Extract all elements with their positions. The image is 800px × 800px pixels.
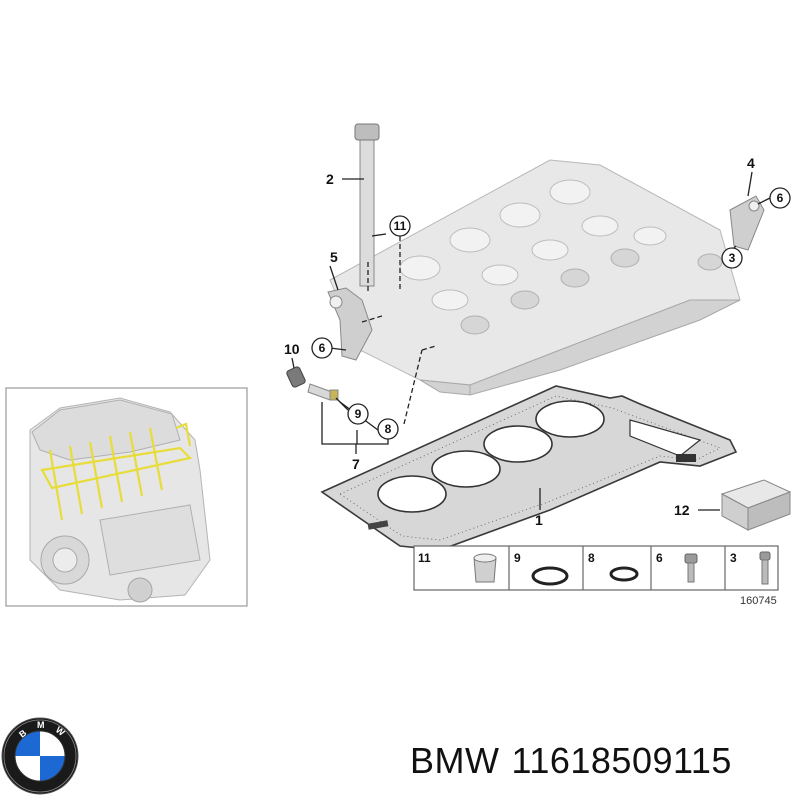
svg-text:6: 6: [319, 341, 326, 355]
svg-text:2: 2: [326, 171, 334, 187]
callout-4: 5: [330, 249, 338, 265]
svg-text:8: 8: [588, 551, 595, 565]
svg-text:3: 3: [730, 551, 737, 565]
o-ring-small-icon: [609, 566, 639, 582]
bolt-icon: [684, 553, 698, 583]
callout-9: 9: [347, 403, 369, 425]
svg-text:6: 6: [777, 191, 784, 205]
svg-text:6: 6: [656, 551, 663, 565]
diagram-id: 160745: [740, 595, 777, 607]
svg-text:1: 1: [535, 512, 543, 528]
svg-text:4: 4: [747, 155, 755, 171]
svg-text:7: 7: [352, 456, 360, 472]
head-gasket: [320, 385, 738, 551]
svg-text:B: B: [17, 727, 29, 739]
callout-10: 10: [284, 341, 300, 357]
part-number: 11618509115: [511, 740, 732, 781]
svg-text:9: 9: [514, 551, 521, 565]
sensor-part-7: [307, 383, 339, 401]
legend-item-8: 8: [588, 551, 639, 582]
bracket-part-5: [729, 195, 765, 251]
bracket-part-4: [327, 287, 373, 361]
legend-strip: 11 9 8 6 3: [413, 545, 779, 591]
callout-5: 4: [747, 155, 755, 171]
engine-overview-inset: [5, 387, 248, 607]
svg-text:12: 12: [674, 502, 690, 518]
sleeve-icon: [473, 553, 497, 583]
callout-1: 1: [535, 512, 543, 528]
brand-name: BMW: [410, 740, 500, 781]
plug-part-10: [286, 366, 306, 388]
svg-text:5: 5: [330, 249, 338, 265]
callout-6-right: 6: [769, 187, 791, 209]
svg-text:8: 8: [385, 422, 392, 436]
box-part-12: [720, 479, 792, 531]
o-ring-large-icon: [531, 566, 569, 586]
svg-text:9: 9: [355, 407, 362, 421]
callout-6-left: 6: [311, 337, 333, 359]
legend-item-9: 9: [514, 551, 569, 586]
part-title: BMW 11618509115: [410, 740, 744, 782]
highlighted-gasket: [40, 422, 193, 521]
callout-7: 7: [352, 456, 360, 472]
head-bolt: [354, 123, 380, 287]
svg-text:10: 10: [284, 341, 300, 357]
legend-item-11: 11: [418, 551, 497, 583]
callout-8: 8: [377, 418, 399, 440]
legend-item-6: 6: [656, 551, 698, 583]
svg-text:11: 11: [418, 551, 431, 565]
cylinder-head: [329, 159, 741, 396]
callout-11: 11: [389, 215, 411, 237]
callout-12: 12: [674, 502, 690, 518]
callout-3: 3: [721, 247, 743, 269]
callout-2: 2: [326, 171, 334, 187]
stud-bolt-icon: [759, 551, 771, 585]
bmw-logo: B M W: [1, 717, 79, 795]
legend-item-3: 3: [730, 551, 771, 585]
svg-text:3: 3: [729, 251, 736, 265]
svg-text:11: 11: [394, 219, 407, 233]
svg-text:M: M: [37, 720, 45, 730]
